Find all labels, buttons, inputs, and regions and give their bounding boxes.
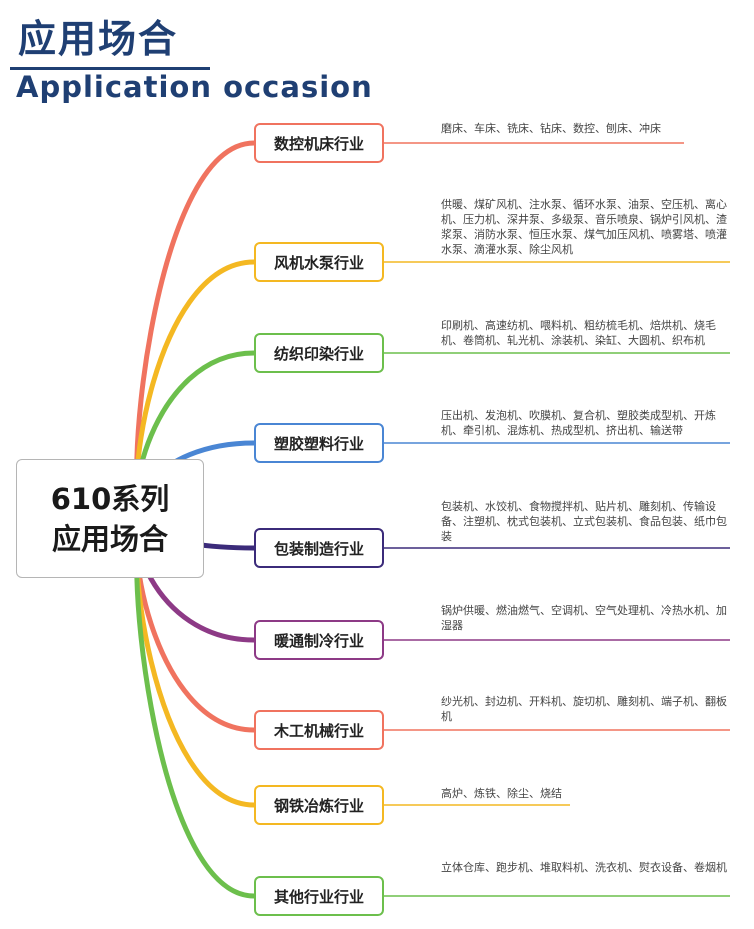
page-title: 应用场合 (18, 17, 179, 61)
branch-description: 包装机、水饺机、食物搅拌机、贴片机、雕刻机、传输设备、注塑机、枕式包装机、立式包… (441, 500, 727, 543)
branch-node: 包装制造行业 (254, 528, 384, 568)
branch-description: 压出机、发泡机、吹膜机、复合机、塑胶类成型机、开炼机、牵引机、混炼机、热成型机、… (441, 409, 716, 437)
branch-description: 高炉、炼铁、除尘、烧结 (441, 787, 562, 800)
branch-description: 磨床、车床、铣床、钻床、数控、刨床、冲床 (441, 122, 661, 135)
branch-node: 钢铁冶炼行业 (254, 785, 384, 825)
branch-description: 纱光机、封边机、开料机、旋切机、雕刻机、端子机、翻板机 (441, 695, 727, 723)
branch-description: 供暖、煤矿风机、注水泵、循环水泵、油泵、空压机、离心机、压力机、深井泵、多级泵、… (441, 198, 727, 256)
center-node-line2: 应用场合 (51, 521, 168, 556)
center-node: 610系列 应用场合 (16, 459, 204, 578)
branch-node: 风机水泵行业 (254, 242, 384, 282)
branch-node: 其他行业行业 (254, 876, 384, 916)
branch-node: 纺织印染行业 (254, 333, 384, 373)
branch-node: 木工机械行业 (254, 710, 384, 750)
branch-node: 塑胶塑料行业 (254, 423, 384, 463)
branch-description: 印刷机、高速纺机、喂料机、粗纺梳毛机、焙烘机、烧毛机、卷筒机、轧光机、涂装机、染… (441, 319, 716, 347)
branch-description: 立体仓库、跑步机、堆取料机、洗衣机、熨衣设备、卷烟机 (441, 861, 727, 874)
title-underline (10, 67, 210, 70)
branch-node: 数控机床行业 (254, 123, 384, 163)
page-subtitle: Application occasion (16, 70, 373, 104)
center-node-line1: 610系列 (50, 481, 170, 516)
branch-description: 锅炉供暖、燃油燃气、空调机、空气处理机、冷热水机、加湿器 (441, 604, 727, 632)
branch-node: 暖通制冷行业 (254, 620, 384, 660)
